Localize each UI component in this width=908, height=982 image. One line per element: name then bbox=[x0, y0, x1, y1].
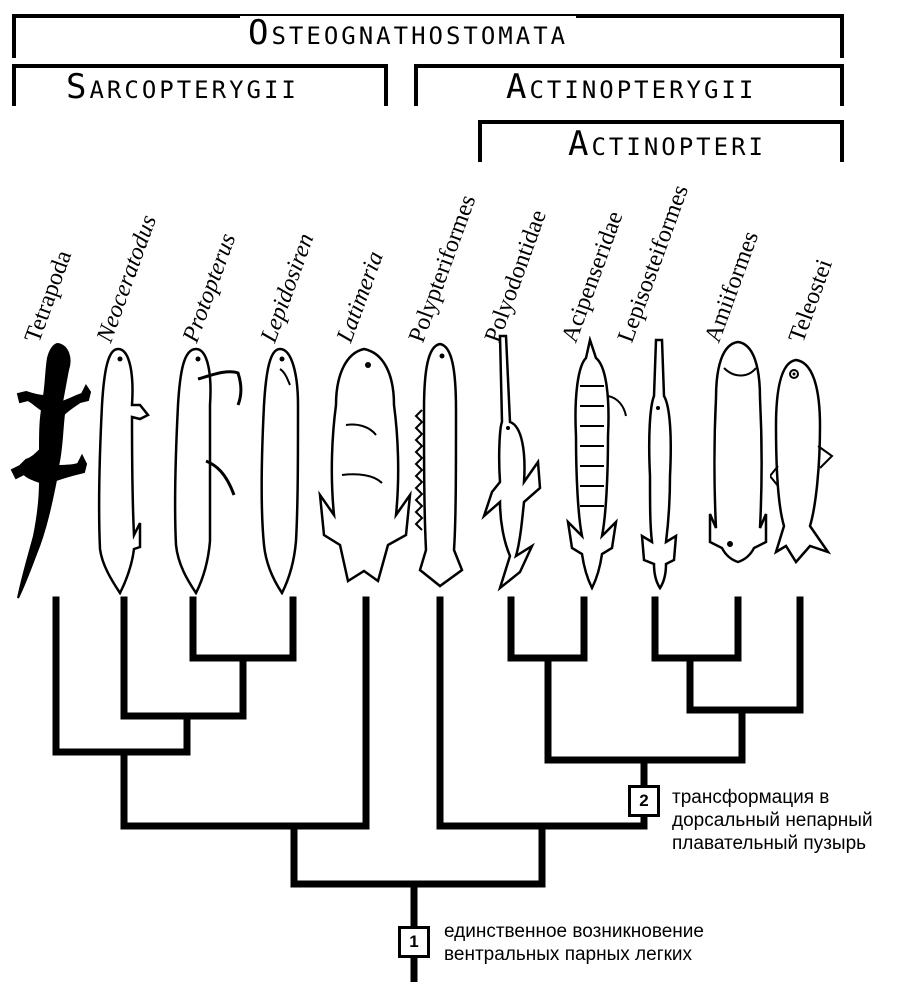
event-2-line: дорсальный непарный bbox=[672, 809, 873, 832]
event-description-2: трансформация в дорсальный непарный плав… bbox=[672, 786, 873, 855]
event-2-line: трансформация в bbox=[672, 786, 873, 809]
event-2-line: плавательный пузырь bbox=[672, 832, 873, 855]
event-1-line: единственное возникновение bbox=[444, 920, 704, 943]
event-1-line: вентральных парных легких bbox=[444, 943, 704, 966]
event-description-1: единственное возникновение вентральных п… bbox=[444, 920, 704, 966]
event-marker-1: 1 bbox=[398, 926, 430, 958]
event-marker-2: 2 bbox=[628, 785, 660, 817]
